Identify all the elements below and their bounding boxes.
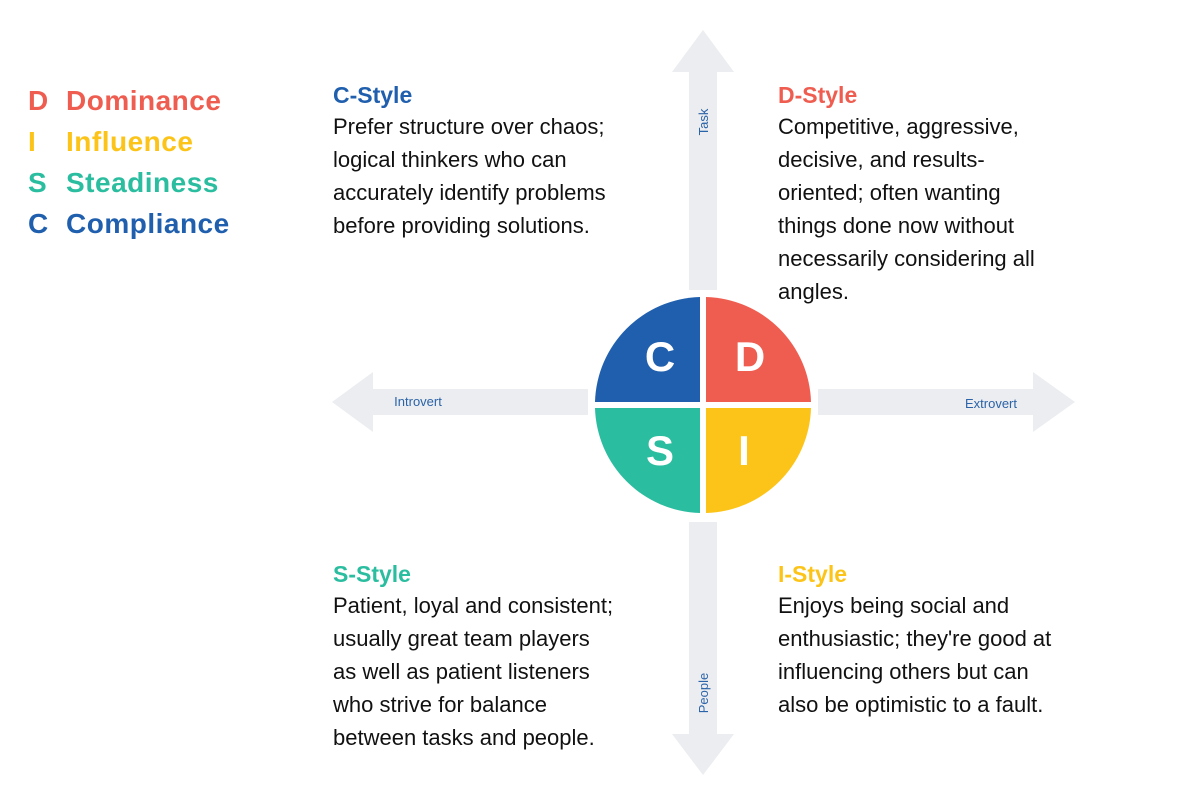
- disc-legend: D Dominance I Influence S Steadiness C C…: [28, 80, 230, 244]
- legend-row-influence: I Influence: [28, 121, 230, 162]
- s-style-title: S-Style: [333, 561, 411, 587]
- d-style-line: things done now without: [778, 213, 1015, 238]
- d-style-line: necessarily considering all: [778, 246, 1035, 271]
- s-style-line: as well as patient listeners: [333, 659, 590, 684]
- people-arrow: [672, 522, 734, 775]
- axis-label-extrovert: Extrovert: [965, 396, 1017, 411]
- c-style-line: accurately identify problems: [333, 180, 606, 205]
- quadrant-s: [595, 408, 700, 513]
- legend-row-dominance: D Dominance: [28, 80, 230, 121]
- d-style-line: oriented; often wanting: [778, 180, 1001, 205]
- legend-word: Dominance: [66, 84, 222, 116]
- legend-letter: D: [28, 84, 49, 116]
- quadrant-letter-s: S: [645, 427, 674, 474]
- i-style-line: enthusiastic; they're good at: [778, 626, 1052, 651]
- d-style-description: Competitive, aggressive, decisive, and r…: [778, 110, 1118, 308]
- quadrant-d: [706, 297, 811, 402]
- i-style-line: Enjoys being social and: [778, 593, 1010, 618]
- quadrant-letter-c: C: [644, 333, 676, 380]
- c-style-line: before providing solutions.: [333, 213, 590, 238]
- c-style-title: C-Style: [333, 82, 413, 108]
- d-style-line: decisive, and results-: [778, 147, 985, 172]
- d-style-block: D-Style Competitive, aggressive, decisiv…: [778, 80, 1118, 308]
- quadrant-letter-d: D: [734, 333, 766, 380]
- axis-label-task: Task: [696, 108, 711, 135]
- s-style-line: usually great team players: [333, 626, 590, 651]
- s-style-line: between tasks and people.: [333, 725, 595, 750]
- c-style-description: Prefer structure over chaos; logical thi…: [333, 110, 673, 242]
- legend-word: Influence: [66, 125, 194, 157]
- s-style-block: S-Style Patient, loyal and consistent; u…: [333, 559, 673, 754]
- introvert-arrow: [332, 372, 588, 432]
- i-style-line: also be optimistic to a fault.: [778, 692, 1044, 717]
- quadrant-letter-i: I: [738, 427, 750, 474]
- axis-label-introvert: Introvert: [394, 394, 442, 409]
- axis-label-people: People: [696, 673, 711, 713]
- s-style-line: Patient, loyal and consistent;: [333, 593, 614, 618]
- quadrant-c: [595, 297, 700, 402]
- s-style-description: Patient, loyal and consistent; usually g…: [333, 589, 673, 754]
- s-style-line: who strive for balance: [333, 692, 547, 717]
- legend-word: Steadiness: [66, 166, 219, 198]
- i-style-title: I-Style: [778, 561, 848, 587]
- c-style-line: logical thinkers who can: [333, 147, 567, 172]
- i-style-block: I-Style Enjoys being social and enthusia…: [778, 559, 1118, 721]
- quadrant-i: [706, 408, 811, 513]
- extrovert-arrow: [818, 372, 1075, 432]
- legend-letter: S: [28, 166, 48, 198]
- i-style-description: Enjoys being social and enthusiastic; th…: [778, 589, 1118, 721]
- d-style-title: D-Style: [778, 82, 858, 108]
- c-style-line: Prefer structure over chaos;: [333, 114, 605, 139]
- legend-word: Compliance: [66, 207, 230, 239]
- legend-row-compliance: C Compliance: [28, 203, 230, 244]
- d-style-line: Competitive, aggressive,: [778, 114, 1019, 139]
- d-style-line: angles.: [778, 279, 849, 304]
- c-style-block: C-Style Prefer structure over chaos; log…: [333, 80, 673, 242]
- legend-letter: I: [28, 125, 37, 157]
- i-style-line: influencing others but can: [778, 659, 1029, 684]
- legend-letter: C: [28, 207, 49, 239]
- legend-row-steadiness: S Steadiness: [28, 162, 230, 203]
- task-arrow: [672, 30, 734, 290]
